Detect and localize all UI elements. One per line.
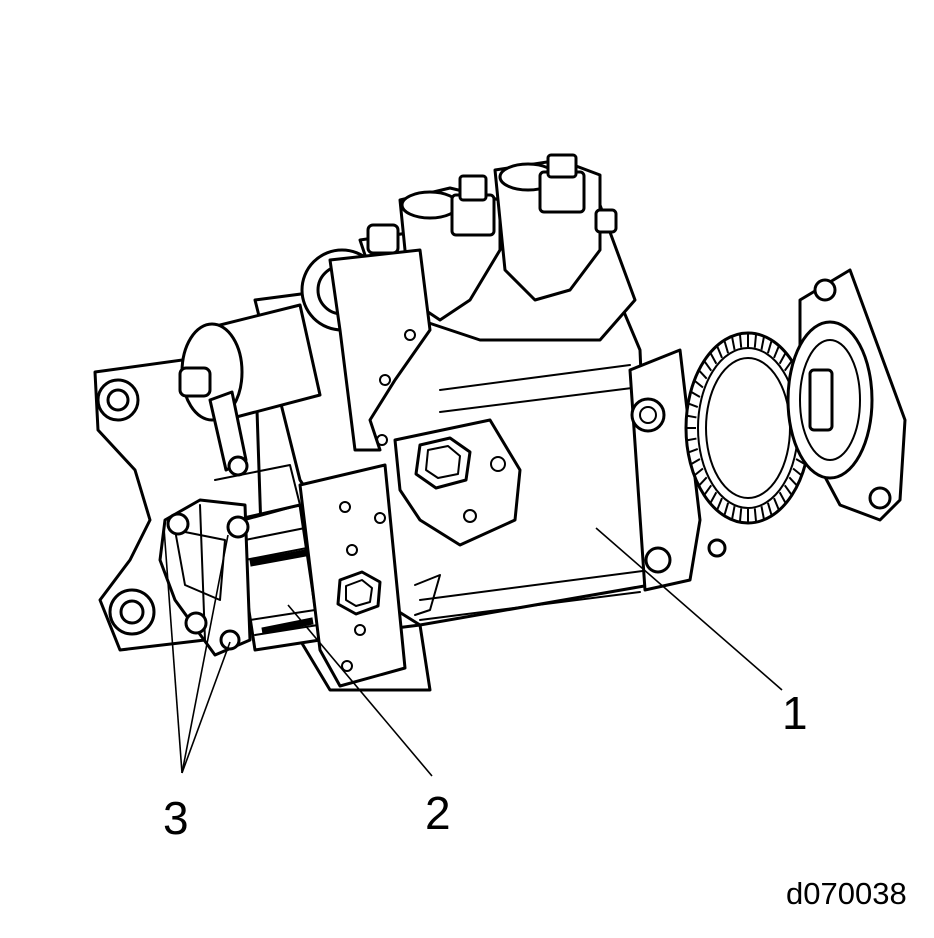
gear-tooth — [686, 437, 697, 442]
center-bracket — [393, 418, 522, 547]
gear-tooth — [730, 336, 736, 350]
gear-tooth — [709, 491, 718, 504]
gear-tooth — [698, 476, 708, 487]
gear-tooth — [773, 345, 780, 359]
gear-tooth — [766, 502, 773, 517]
gear-tooth — [783, 484, 793, 496]
gear-tooth — [723, 339, 730, 354]
gear-tooth — [686, 414, 697, 419]
gear-tooth — [778, 491, 787, 504]
leader-line-3a — [163, 527, 183, 774]
leader-line-1 — [595, 527, 783, 691]
drive-gear-assembly — [628, 268, 907, 592]
leader-line-3b — [181, 534, 229, 774]
gear-tooth — [730, 506, 736, 520]
gear-tooth — [693, 467, 704, 477]
gear-tooth — [687, 448, 699, 454]
gear-tooth — [760, 336, 766, 350]
gear-tooth — [687, 402, 699, 408]
gear-tooth — [778, 352, 787, 365]
gear-tooth — [783, 360, 793, 372]
gear-tooth — [703, 484, 713, 496]
gear-tooth — [788, 476, 798, 487]
gear-tooth — [716, 497, 723, 511]
gear-tooth — [792, 467, 803, 477]
leader-line-2 — [287, 604, 433, 777]
gear-tooth — [690, 390, 701, 398]
callout-1: 1 — [782, 687, 808, 739]
gear-tooth — [723, 502, 730, 517]
leader-line-3c — [181, 641, 231, 774]
leader-lines — [163, 527, 783, 777]
figure-id: d070038 — [786, 876, 907, 911]
gear-tooth — [693, 379, 704, 389]
gear-tooth — [753, 333, 758, 348]
gear-tooth — [690, 458, 701, 466]
gear-tooth — [709, 352, 718, 365]
outlet-fittings — [358, 153, 637, 342]
gear-tooth — [698, 369, 708, 380]
gear-tooth — [738, 333, 743, 348]
metering-actuator — [233, 503, 322, 652]
actuator-bracket — [298, 463, 407, 688]
gear-tooth — [738, 508, 743, 523]
gear-tooth — [766, 339, 773, 354]
gear-tooth — [716, 345, 723, 359]
gear-tooth — [703, 360, 713, 372]
gear-tooth — [760, 506, 766, 520]
callout-3: 3 — [163, 792, 189, 844]
top-cylinder — [178, 248, 432, 452]
callout-2: 2 — [425, 787, 451, 839]
gear-tooth — [753, 508, 758, 523]
gear-tooth — [773, 497, 780, 511]
